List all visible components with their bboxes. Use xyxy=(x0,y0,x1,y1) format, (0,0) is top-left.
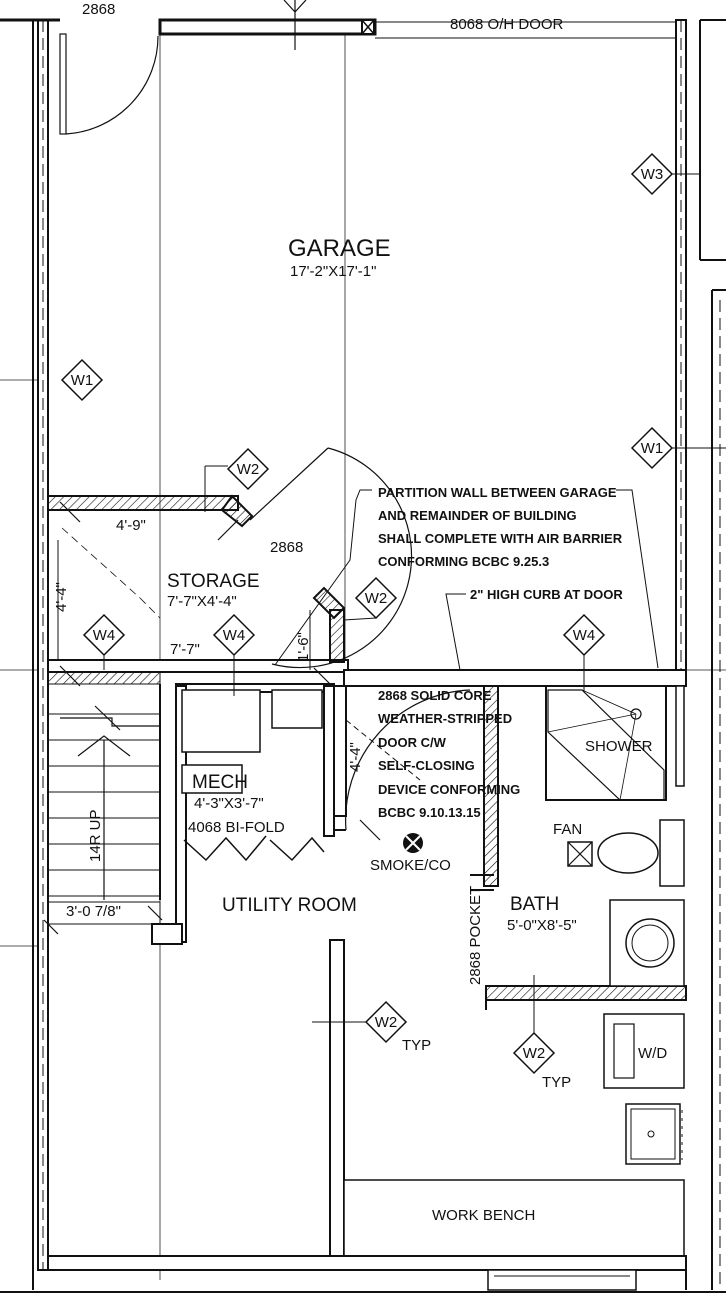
svg-text:2" HIGH CURB AT DOOR: 2" HIGH CURB AT DOOR xyxy=(470,587,623,602)
svg-text:SELF-CLOSING: SELF-CLOSING xyxy=(378,758,475,773)
tag-w2-storage: W2 xyxy=(226,447,270,491)
storage-width-dim: 4'-9" xyxy=(116,517,146,534)
vanity xyxy=(609,899,685,987)
storage-name: STORAGE xyxy=(167,571,260,592)
washer-dryer: W/D xyxy=(603,1013,685,1089)
tag-w4-stair: W4 xyxy=(82,613,126,670)
wall-jog-dim: 1'-6" xyxy=(295,632,312,662)
stair-width-dim: 3'-0 7/8" xyxy=(66,903,121,920)
fan-label: FAN xyxy=(553,821,582,838)
svg-text:W4: W4 xyxy=(223,627,246,644)
svg-text:W1: W1 xyxy=(71,372,94,389)
svg-text:W2: W2 xyxy=(375,1014,398,1031)
tag-w3: W3 xyxy=(630,152,700,196)
tag-w4-bath: W4 xyxy=(562,613,606,692)
overhead-door-label: 8068 O/H DOOR xyxy=(450,16,564,33)
bottom-wall xyxy=(0,1255,726,1293)
bath-fan: FAN xyxy=(553,821,593,867)
storage-dim: 7'-7"X4'-4" xyxy=(167,593,237,610)
storage-door: 2868 xyxy=(249,447,413,669)
svg-text:CONFORMING BCBC 9.25.3: CONFORMING BCBC 9.25.3 xyxy=(378,554,549,569)
stairs: 14R UP 3'-0 7/8" xyxy=(43,684,163,935)
door-spec-note: 2868 SOLID CORE WEATHER-STRIPPED DOOR C/… xyxy=(378,688,520,820)
svg-text:PARTITION WALL BETWEEN GARAGE: PARTITION WALL BETWEEN GARAGE xyxy=(378,485,617,500)
bath-name: BATH xyxy=(510,894,559,915)
typ-label: TYP xyxy=(402,1037,431,1054)
mech-dim: 4'-3"X3'-7" xyxy=(194,795,264,812)
tag-w2-jog: W2 xyxy=(343,576,398,621)
tag-w1-left: W1 xyxy=(60,358,104,402)
door-top-left: 2868 xyxy=(59,1,159,135)
pocket-door-wall: 2868 POCKET xyxy=(467,685,687,1010)
workbench-label: WORK BENCH xyxy=(432,1207,535,1224)
svg-text:BCBC 9.10.13.15: BCBC 9.10.13.15 xyxy=(378,805,481,820)
tag-w1-right: W1 xyxy=(630,426,726,470)
wd-label: W/D xyxy=(638,1045,667,1062)
stairs-label: 14R UP xyxy=(87,809,104,862)
pocket-door-label: 2868 POCKET xyxy=(467,886,484,985)
partition-note: PARTITION WALL BETWEEN GARAGE AND REMAIN… xyxy=(274,485,659,669)
svg-text:W4: W4 xyxy=(93,627,116,644)
storage-depth-dim: 4'-4" xyxy=(53,582,70,612)
svg-text:W3: W3 xyxy=(641,166,664,183)
svg-text:W2: W2 xyxy=(365,590,388,607)
svg-text:W1: W1 xyxy=(641,440,664,457)
mech-name: MECH xyxy=(192,772,248,793)
mech-door-label: 4068 BI-FOLD xyxy=(188,819,285,836)
smoke-label: SMOKE/CO xyxy=(370,857,451,874)
shower: SHOWER xyxy=(545,685,685,801)
bath-dim: 5'-0"X8'-5" xyxy=(507,917,577,934)
garage-name: GARAGE xyxy=(288,235,391,262)
top-wall xyxy=(0,0,680,50)
storage-door-label: 2868 xyxy=(270,539,303,556)
smoke-detector: SMOKE/CO xyxy=(370,833,451,874)
svg-text:2868 SOLID CORE: 2868 SOLID CORE xyxy=(378,688,492,703)
svg-text:DOOR C/W: DOOR C/W xyxy=(378,735,447,750)
storage-len-dim: 7'-7" xyxy=(170,641,200,658)
svg-text:W2: W2 xyxy=(523,1045,546,1062)
tag-w2-utility: W2 TYP xyxy=(312,1000,431,1054)
door-top-left-label: 2868 xyxy=(82,1,115,18)
work-bench: WORK BENCH xyxy=(343,1179,685,1257)
utility-jog-dim: 4'-4" xyxy=(347,742,364,772)
garage-dim: 17'-2"X17'-1" xyxy=(290,263,376,280)
mech-room: MECH 4'-3"X3'-7" 4068 BI-FOLD xyxy=(151,685,335,945)
left-exterior-wall xyxy=(32,19,49,1290)
shower-label: SHOWER xyxy=(585,738,653,755)
typ-label-bath: TYP xyxy=(542,1074,571,1091)
svg-text:WEATHER-STRIPPED: WEATHER-STRIPPED xyxy=(378,711,512,726)
svg-text:SHALL COMPLETE WITH AIR BARRIE: SHALL COMPLETE WITH AIR BARRIER xyxy=(378,531,623,546)
laundry-sink xyxy=(625,1103,683,1165)
utility-name: UTILITY ROOM xyxy=(222,895,357,916)
curb-note: 2" HIGH CURB AT DOOR xyxy=(445,587,623,671)
svg-text:W2: W2 xyxy=(237,461,260,478)
svg-text:AND REMAINDER OF BUILDING: AND REMAINDER OF BUILDING xyxy=(378,508,577,523)
tag-w4-mech: W4 xyxy=(212,613,256,696)
storage-walls xyxy=(47,465,349,689)
toilet xyxy=(597,819,685,887)
tag-w2-bath: W2 TYP xyxy=(512,975,571,1091)
right-exterior-wall xyxy=(675,19,726,1290)
svg-text:W4: W4 xyxy=(573,627,596,644)
